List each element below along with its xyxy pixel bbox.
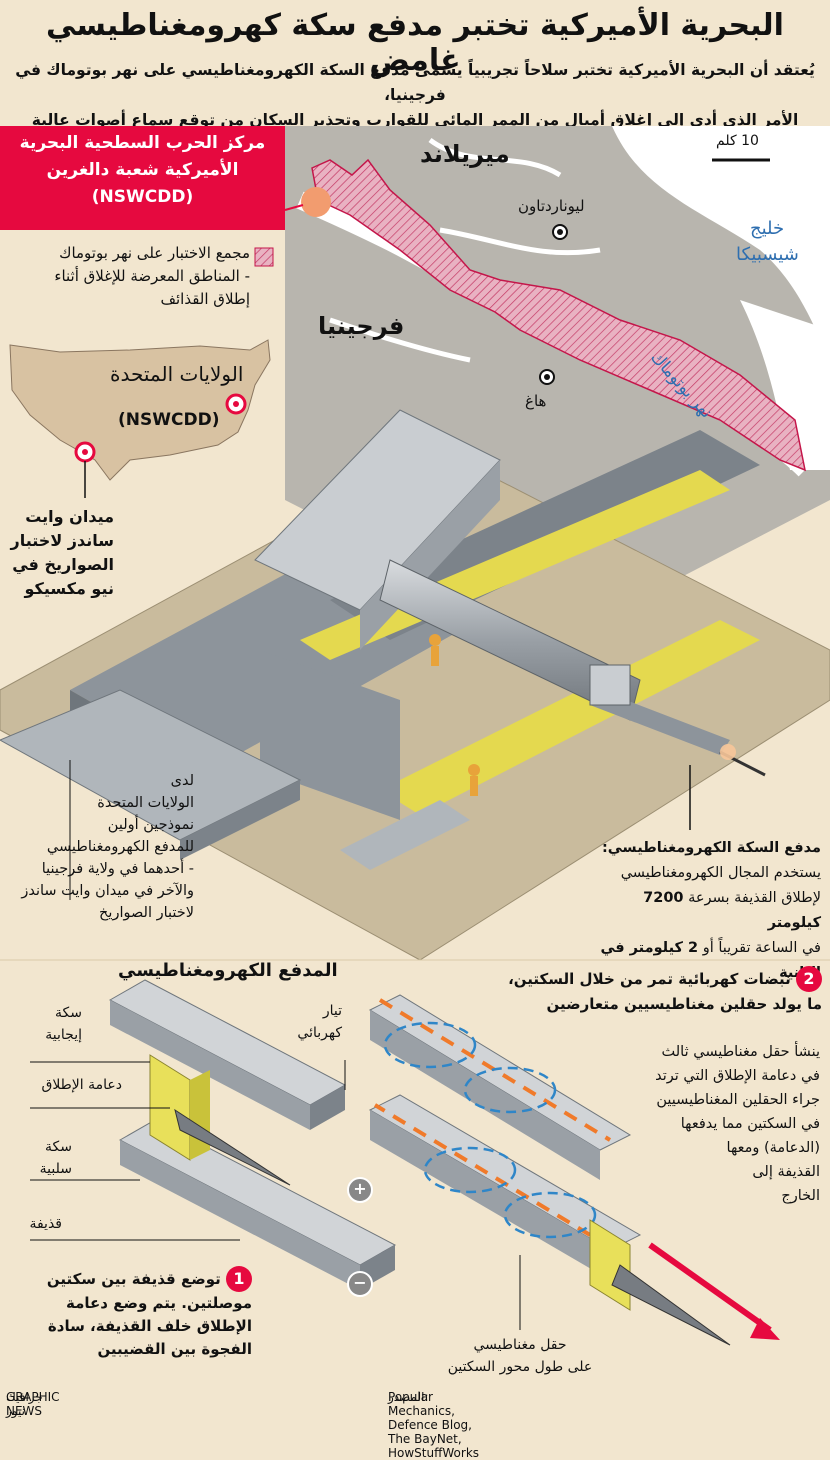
nswcdd-us-label: (NSWCDD) (118, 410, 220, 430)
step-2-desc-5: (الدعامة) ومعها (726, 1140, 820, 1156)
step-1-line-4: الفجوة بين القضيبين (97, 1340, 252, 1358)
infographic-art (0, 126, 830, 1346)
subtitle-line-1: يُعتقد أن البحرية الأميركية تختبر سلاحاً… (15, 61, 815, 104)
negative-rail-line-1: سكة (45, 1139, 72, 1155)
white-sands-line-3: الصواريخ في (12, 555, 114, 574)
step-2-desc-2: في دعامة الإطلاق التي ترتد (655, 1068, 820, 1084)
step-2-desc-3: جراء الحقلين المغناطيسيين (656, 1092, 820, 1108)
prototypes-line-3: نموذجين أولين (107, 817, 194, 833)
step-1-line-1: توضع قذيفة بين سكتين (46, 1270, 221, 1288)
closure-zone (311, 158, 807, 472)
prototypes-line-6: والآخر في ميدان وايت ساندز (21, 883, 194, 899)
prototypes-line-4: للمدفع الكهرومغناطيسي (46, 839, 194, 855)
prototypes-note: لدى الولايات المتحدة نموذجين أولين للمدف… (4, 770, 194, 924)
plus-sign: + (353, 1179, 367, 1198)
positive-rail-label: سكة إيجابية (12, 1002, 82, 1046)
railgun-diagram (108, 979, 780, 1346)
white-sands-line-4: نيو مكسيكو (24, 579, 115, 598)
current-line-2: كهربائي (297, 1025, 342, 1041)
step-2-desc-4: في السكتين مما يدفعها (680, 1116, 820, 1132)
projectile-label: قذيفة (29, 1216, 62, 1232)
test-facility-illustration (0, 409, 830, 961)
callout-line-2: الأميركية شعبة دالغرين (46, 160, 239, 180)
leonardtown-label: ليوناردتاون (518, 197, 585, 215)
step-2-desc-1: ينشأ حقل مغناطيسي ثالث (661, 1044, 820, 1060)
step-2-badge: 2 (796, 966, 822, 992)
prototypes-line-2: الولايات المتحدة (97, 795, 194, 811)
positive-rail-line-2: إيجابية (45, 1027, 82, 1043)
white-sands-label: ميدان وايت ساندز لاختبار الصواريخ في نيو… (4, 505, 115, 601)
armature-label: دعامة الإطلاق (41, 1077, 122, 1093)
magnetic-field-line-1: حقل مغناطيسي (473, 1337, 567, 1353)
railgun-desc-heading: مدفع السكة الكهرومغناطيسي: (601, 840, 821, 856)
diagram-heading: المدفع الكهرومغناطيسي (118, 960, 338, 981)
legend-line-2: - المناطق المعرضة للإغلاق أثناء (54, 267, 250, 285)
nswcdd-marker (301, 187, 331, 217)
footer-brand-en: GRAPHIC NEWS (6, 1390, 60, 1418)
negative-rail-line-2: سلبية (39, 1161, 72, 1177)
prototypes-line-1: لدى (170, 773, 194, 789)
page-title: البحرية الأميركية تختبر مدفع سكة كهرومغن… (46, 8, 784, 78)
current-label: تيار كهربائي (282, 1000, 342, 1044)
speed-text: لإطلاق القذيفة بسرعة (688, 890, 821, 906)
white-sands-line-1: ميدان وايت (25, 507, 114, 526)
negative-rail-label: سكة سلبية (12, 1136, 72, 1180)
step-2-desc-6: القذيفة إلى (752, 1164, 820, 1180)
speed-text-2: في الساعة تقريباً أو (702, 940, 821, 956)
minus-sign: − (353, 1273, 367, 1292)
bay-label: خليج (750, 218, 785, 239)
step-1-badge: 1 (226, 1266, 252, 1292)
footer: جرافيك نيوز GRAPHIC NEWS Popular Mechani… (0, 1388, 830, 1460)
virginia-label: فرجينيا (318, 312, 405, 340)
step-1-line-3: الإطلاق خلف القذيفة، سادة (47, 1317, 252, 1335)
map-legend: مجمع الاختبار على نهر بوتوماك - المناطق … (0, 242, 250, 311)
us-inset-map (9, 339, 271, 498)
legend-line-1: مجمع الاختبار على نهر بوتوماك (59, 244, 250, 262)
step-2-line-2: ما يولد حقلين مغناطيسيين متعارضين (546, 995, 822, 1013)
callout-line-3: (NSWCDD) (91, 187, 194, 207)
magnetic-field-line-2: على طول محور السكتين (447, 1359, 593, 1375)
step-1-line-2: موصلتين. يتم وضع دعامة (66, 1294, 252, 1312)
scale-label: 10 كلم (716, 133, 759, 149)
railgun-description: مدفع السكة الكهرومغناطيسي: يستخدم المجال… (585, 836, 821, 986)
step-2-heading: 2 نبضات كهربائية تمر من خلال السكتين، ما… (448, 966, 822, 1016)
nswcdd-callout: مركز الحرب السطحية البحرية الأميركية شعب… (0, 126, 285, 230)
legend-line-3: إطلاق القذائف (160, 290, 250, 308)
step-2-line-1: نبضات كهربائية تمر من خلال السكتين، (508, 970, 791, 988)
current-line-1: تيار (322, 1003, 342, 1019)
speed-kmh: 7200 كيلومتر (643, 890, 821, 931)
prototypes-line-7: لاختبار الصواريخ (99, 905, 194, 921)
maryland-label: ميريلاند (420, 140, 510, 168)
usa-label: الولايات المتحدة (110, 362, 244, 386)
step-1-text: 1 توضع قذيفة بين سكتين موصلتين. يتم وضع … (8, 1266, 252, 1361)
railgun-desc-line-1: يستخدم المجال الكهرومغناطيسي (620, 865, 821, 881)
plus-badge (347, 1177, 373, 1203)
footer-source-label: المصدر: (388, 1390, 429, 1404)
callout-line-1: مركز الحرب السطحية البحرية (19, 133, 266, 153)
step-2-description: ينشأ حقل مغناطيسي ثالث في دعامة الإطلاق … (590, 1040, 820, 1208)
positive-rail-line-1: سكة (55, 1005, 82, 1021)
white-sands-line-2: ساندز لاختبار (10, 531, 115, 550)
step-2-desc-7: الخارج (781, 1188, 820, 1204)
bay-label-2: شيسبيكا (736, 244, 799, 265)
railgun-desc-line-2: لإطلاق القذيفة بسرعة 7200 كيلومتر (585, 886, 821, 936)
hague-label: هاغ (525, 392, 547, 410)
magnetic-field-label: حقل مغناطيسي على طول محور السكتين (440, 1334, 600, 1378)
minus-badge (347, 1271, 373, 1297)
legend-hatch-swatch (254, 247, 274, 267)
prototypes-line-5: - أحدهما في ولاية فرجينيا (41, 861, 194, 877)
